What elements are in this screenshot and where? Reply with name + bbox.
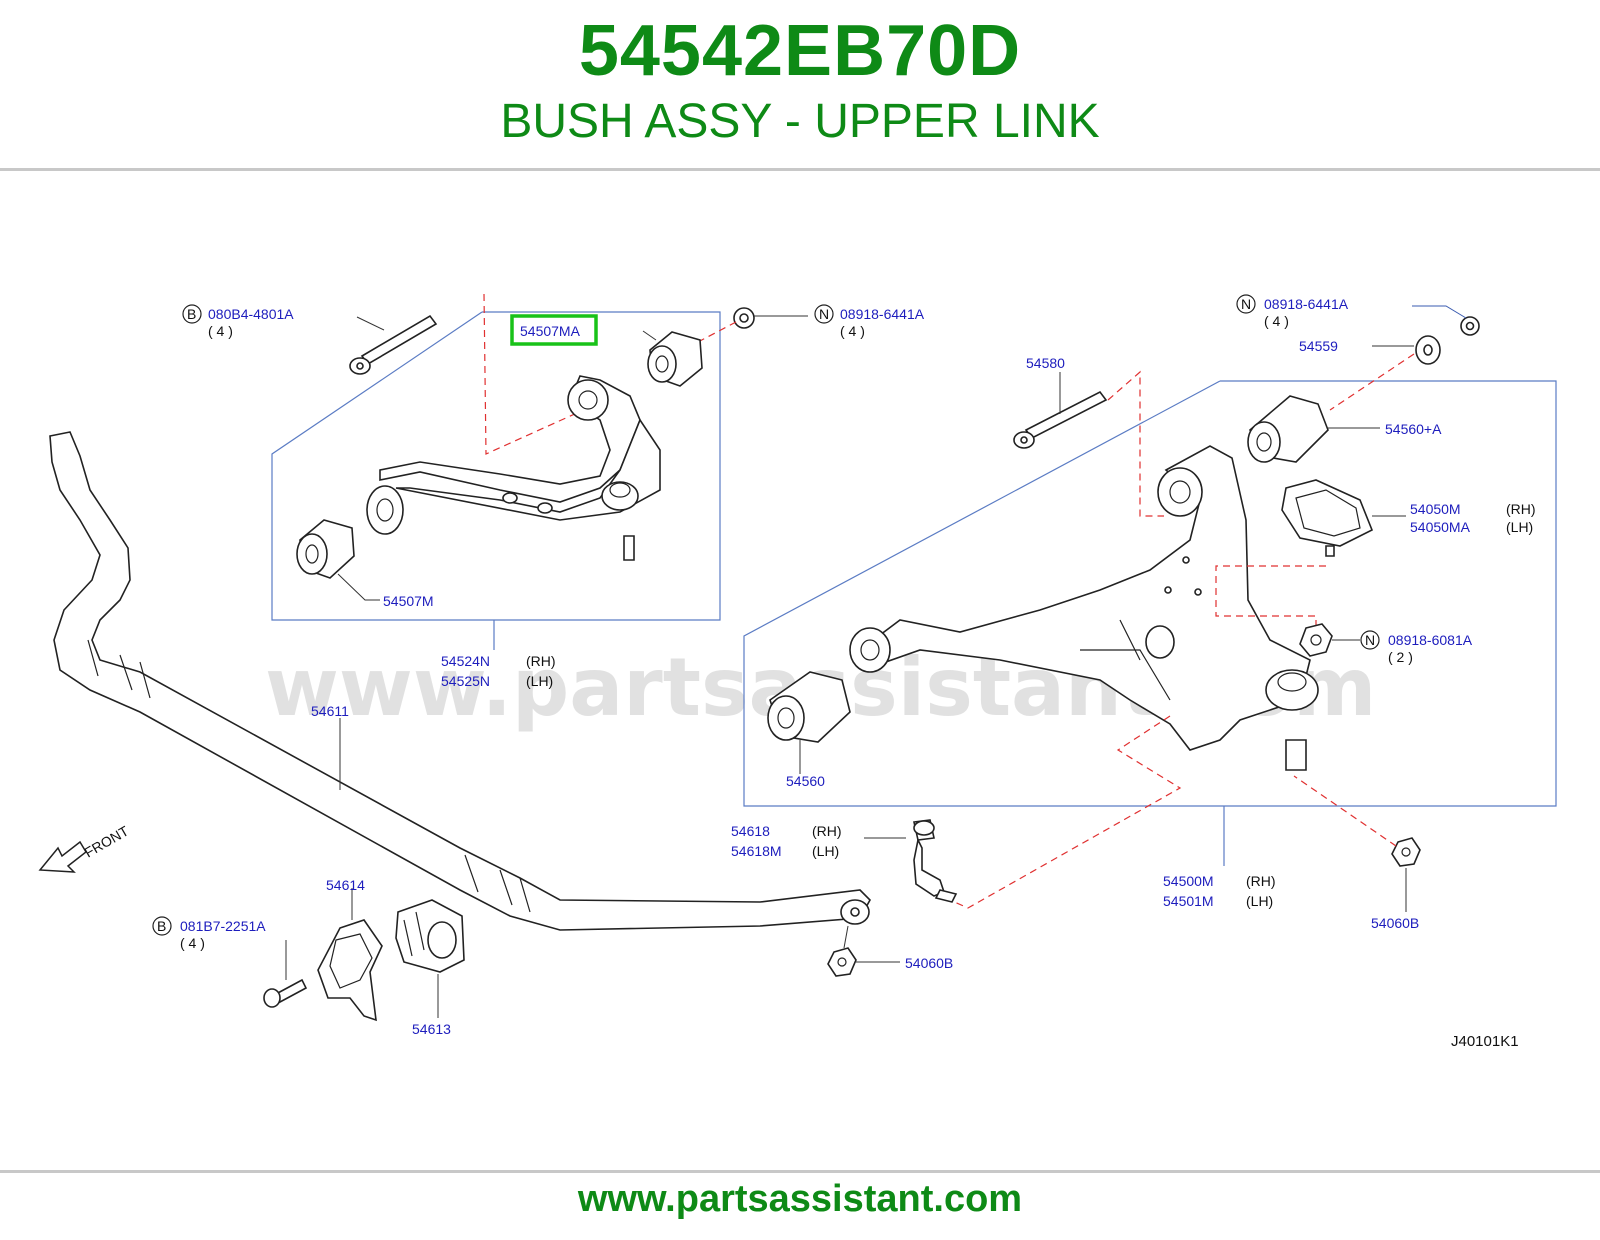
part-name-subtitle: BUSH ASSY - UPPER LINK [500, 95, 1100, 148]
ball-joint-nut[interactable] [1391, 837, 1421, 867]
label-rh-tag: (RH) [526, 653, 556, 669]
label-nut-lower[interactable]: 08918-6441A [1264, 296, 1349, 312]
label-upper-link-rh[interactable]: 54524N [441, 653, 490, 669]
upper-link-box [271, 311, 721, 621]
label-prefix: N [1365, 632, 1375, 648]
front-arrow: FRONT [38, 822, 132, 873]
lower-bushing-b[interactable] [767, 671, 851, 743]
lower-bolt[interactable] [1013, 390, 1108, 449]
label-prefix: N [1241, 296, 1251, 312]
prefix-circle-b [152, 916, 172, 936]
label-qty: ( 4 ) [840, 323, 865, 339]
dashed-guide-lower-bolt [1107, 370, 1164, 517]
label-rh-tag: (RH) [1506, 501, 1536, 517]
label-prefix: B [157, 918, 166, 934]
bumper-nut[interactable] [1299, 623, 1333, 657]
label-lh-tag: (LH) [1246, 893, 1273, 909]
stabilizer-clamp[interactable] [317, 919, 383, 1022]
label-nut-link[interactable]: 54060B [905, 955, 953, 971]
prefix-circle-b [182, 304, 202, 324]
label-bolt-lower[interactable]: 54580 [1026, 355, 1065, 371]
prefix-circle-n [1236, 294, 1256, 314]
upper-bushing-a[interactable] [647, 331, 703, 387]
header: 54542EB70D BUSH ASSY - UPPER LINK [0, 0, 1600, 168]
label-nut-ball[interactable]: 54060B [1371, 915, 1419, 931]
label-rh-tag: (RH) [812, 823, 842, 839]
label-lh-tag: (LH) [526, 673, 553, 689]
footer-url[interactable]: www.partsassistant.com [577, 1178, 1023, 1220]
label-bush-lower-a[interactable]: 54560+A [1385, 421, 1442, 437]
part-number-title: 54542EB70D [578, 11, 1022, 91]
upper-bushing-b[interactable] [296, 519, 355, 579]
label-qty: ( 2 ) [1388, 649, 1413, 665]
leader-lower-nut [1412, 305, 1467, 319]
label-stab-link-rh[interactable]: 54618 [731, 823, 770, 839]
footer-divider [0, 1170, 1600, 1173]
upper-nut[interactable] [733, 307, 755, 329]
label-bush-upper-a[interactable]: 54507MA [520, 323, 581, 339]
label-bush-lower-b[interactable]: 54560 [786, 773, 825, 789]
clamp-bolt[interactable] [263, 978, 308, 1008]
label-lh-tag: (LH) [812, 843, 839, 859]
label-clamp[interactable]: 54614 [326, 877, 365, 893]
dashed-guide-ball [949, 715, 1397, 909]
stabilizer-bushing[interactable] [395, 899, 465, 973]
label-nut-upper[interactable]: 08918-6441A [840, 306, 925, 322]
prefix-circle-n [1360, 630, 1380, 650]
label-qty: ( 4 ) [1264, 313, 1289, 329]
label-bolt-upper[interactable]: 080B4-4801A [208, 306, 294, 322]
label-bolt-clamp[interactable]: 081B7-2251A [180, 918, 266, 934]
bound-bumper[interactable] [1281, 479, 1374, 557]
label-stab-link-lh[interactable]: 54618M [731, 843, 782, 859]
label-washer[interactable]: 54559 [1299, 338, 1338, 354]
lower-link-arm[interactable] [849, 445, 1319, 771]
label-upper-link-lh[interactable]: 54525N [441, 673, 490, 689]
lower-bushing-a[interactable] [1247, 395, 1329, 463]
label-prefix: N [819, 306, 829, 322]
upper-bolt[interactable] [349, 314, 438, 375]
stabilizer-link-nut[interactable] [827, 947, 857, 977]
label-qty: ( 4 ) [180, 935, 205, 951]
label-stab-bushing[interactable]: 54613 [412, 1021, 451, 1037]
label-bumper-rh[interactable]: 54050M [1410, 501, 1461, 517]
label-lower-link-lh[interactable]: 54501M [1163, 893, 1214, 909]
label-bush-upper-b[interactable]: 54507M [383, 593, 434, 609]
lower-washer[interactable] [1415, 335, 1441, 365]
stabilizer-bar[interactable] [49, 431, 871, 931]
leader-upper-bolt [356, 316, 385, 331]
lower-link-box [743, 380, 1557, 807]
lower-nut[interactable] [1460, 316, 1480, 336]
highlighted-part-marker [510, 314, 598, 346]
front-label: FRONT [82, 822, 132, 860]
label-rh-tag: (RH) [1246, 873, 1276, 889]
dashed-guide-washer [1329, 353, 1415, 411]
label-nut-bumper[interactable]: 08918-6081A [1388, 632, 1473, 648]
label-lower-link-rh[interactable]: 54500M [1163, 873, 1214, 889]
link-nut-guide [843, 925, 849, 949]
upper-link-arm[interactable] [366, 375, 661, 561]
header-divider [0, 168, 1600, 171]
leader-upper-bushing-a [642, 330, 657, 341]
label-prefix: B [187, 306, 196, 322]
label-bumper-lh[interactable]: 54050MA [1410, 519, 1471, 535]
prefix-circle-n [814, 304, 834, 324]
stabilizer-link[interactable] [913, 819, 958, 903]
label-stabilizer[interactable]: 54611 [311, 703, 349, 719]
label-lh-tag: (LH) [1506, 519, 1533, 535]
dashed-guide-bumper [1215, 565, 1326, 632]
leader-upper-bushing-b [337, 573, 380, 601]
diagram-code: J40101K1 [1451, 1033, 1519, 1050]
label-qty: ( 4 ) [208, 323, 233, 339]
